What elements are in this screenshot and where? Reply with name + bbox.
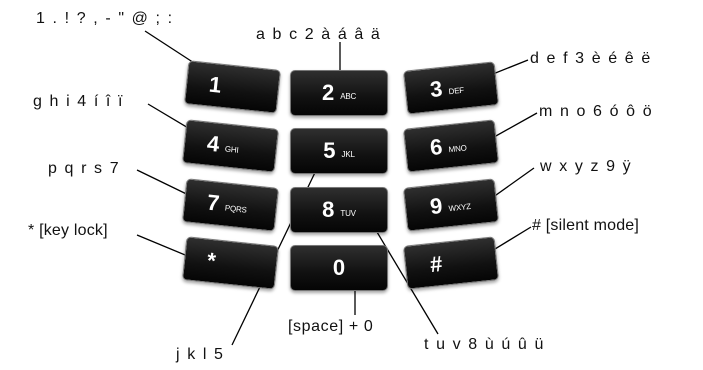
label-key5: j k l 5 — [176, 346, 225, 363]
key-2-digit: 2 — [321, 80, 335, 105]
key-7-digit: 7 — [205, 189, 221, 216]
key-9-digit: 9 — [428, 192, 444, 220]
label-key7: p q r s 7 — [48, 160, 121, 177]
key-hash-symbol: # — [428, 250, 444, 278]
key-1-digit: 1 — [207, 71, 223, 98]
label-star: * [key lock] — [28, 222, 108, 239]
label-key3: d e f 3 è é ê ë — [530, 50, 652, 67]
key-6-letters: MNO — [448, 143, 468, 155]
key-4-digit: 4 — [205, 130, 221, 157]
key-8-digit: 8 — [322, 197, 335, 222]
key-6-digit: 6 — [428, 133, 444, 161]
key-5-digit: 5 — [323, 138, 336, 163]
key-2-letters: ABC — [340, 92, 357, 101]
key-5-letters: JKL — [341, 150, 355, 159]
label-zero: [space] + 0 — [288, 318, 374, 335]
key-4-letters: GHI — [224, 144, 239, 155]
label-key4: g h i 4 í î ï — [33, 93, 125, 110]
label-key2: a b c 2 à á â ä — [256, 26, 382, 43]
key-star-symbol: * — [205, 247, 218, 274]
label-key1: 1 . ! ? , - " @ ; : — [36, 10, 174, 27]
key-8-letters: TUV — [340, 209, 356, 218]
key-0-digit: 0 — [332, 255, 346, 280]
key-7-letters: PQRS — [224, 203, 248, 215]
label-key8: t u v 8 ù ú û ü — [424, 336, 545, 353]
key-3-digit: 3 — [428, 75, 444, 103]
key-2[interactable]: 2 ABC — [290, 70, 388, 116]
label-key6: m n o 6 ó ô ö — [539, 103, 654, 120]
key-5[interactable]: 5 JKL — [290, 128, 388, 174]
key-8[interactable]: 8 TUV — [290, 187, 388, 233]
key-0[interactable]: 0 — [290, 245, 388, 291]
key-9-letters: WXYZ — [448, 201, 472, 214]
key-3-letters: DEF — [448, 85, 465, 97]
label-hash: # [silent mode] — [532, 217, 640, 234]
label-key9: w x y z 9 ÿ — [540, 158, 633, 175]
